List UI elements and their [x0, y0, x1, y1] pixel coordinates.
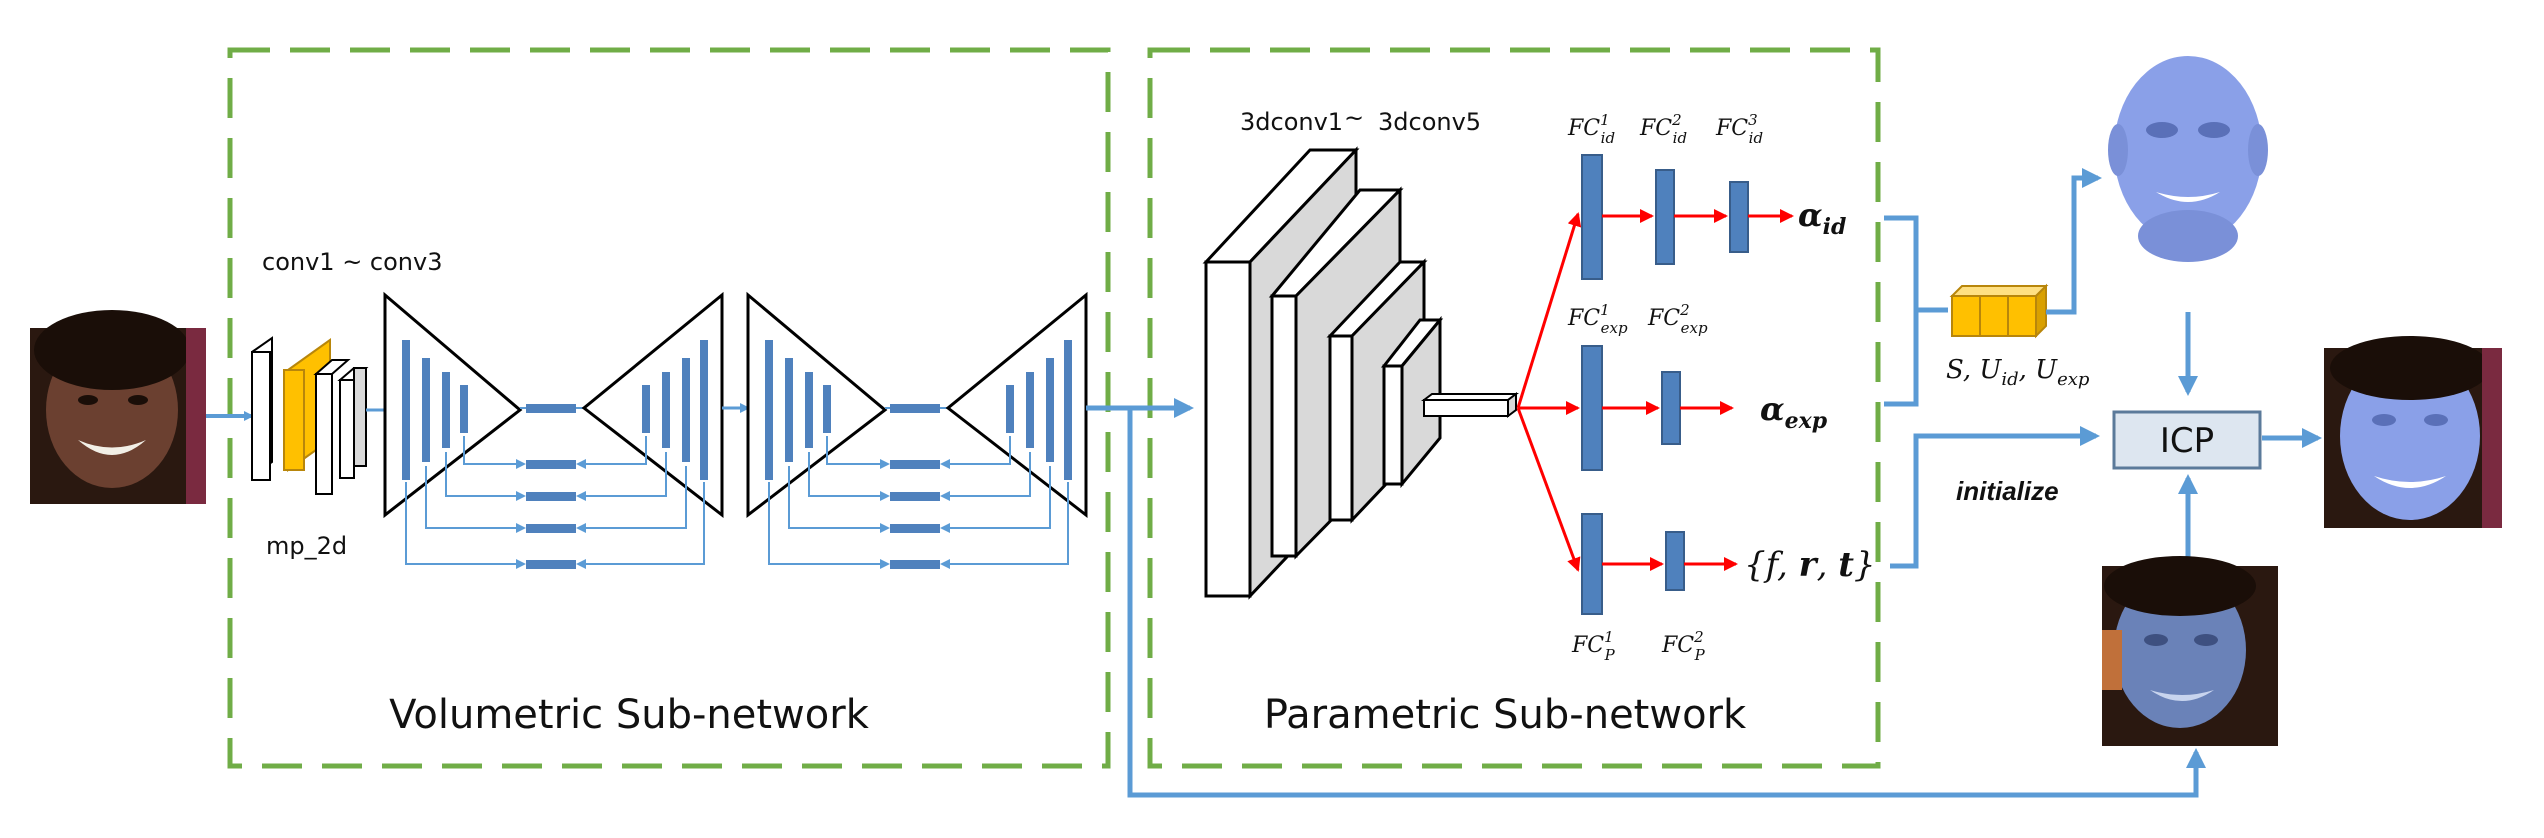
icp-box: [2112, 410, 2262, 470]
initialize-label: initialize: [1956, 476, 2059, 506]
input-face-image: [30, 310, 206, 504]
alpha-id-label: αid: [1798, 196, 1846, 240]
fc-branches: [1516, 154, 1794, 615]
icp-label: ICP: [2160, 421, 2214, 461]
hourglass-2: [746, 291, 1088, 569]
volumetric-overlay-image: [2102, 556, 2278, 746]
pose-initialize-path: [1890, 426, 2100, 569]
alpha-exp-label: αexp: [1760, 390, 1828, 434]
conv-label: conv1 ~ conv3: [262, 248, 443, 276]
volume-to-icp-path: [1127, 408, 2206, 798]
basis-label: S, Uid, Uexp: [1946, 355, 2090, 390]
neutral-mesh-head: [2108, 56, 2268, 262]
mp-label: mp_2d: [266, 532, 347, 560]
basis-to-mesh-arrow: [2046, 168, 2102, 315]
param-bracket: [1884, 215, 1948, 407]
conv3d-label-end: 3dconv5: [1378, 108, 1481, 136]
conv3d-label-tilde: ~: [1344, 104, 1364, 132]
parametric-title: Parametric Sub-network: [1264, 692, 1747, 738]
volumetric-title: Volumetric Sub-network: [389, 692, 870, 738]
conv2d-stack: [251, 336, 369, 495]
conv3d-label-start: 3dconv1: [1240, 108, 1343, 136]
basis-block: [1949, 283, 2049, 339]
hourglass-1: [383, 291, 724, 569]
final-output-image: [2324, 336, 2502, 528]
conv3d-stack: [1202, 146, 1519, 600]
pose-params-label: {f, r, t}: [1744, 545, 1876, 585]
